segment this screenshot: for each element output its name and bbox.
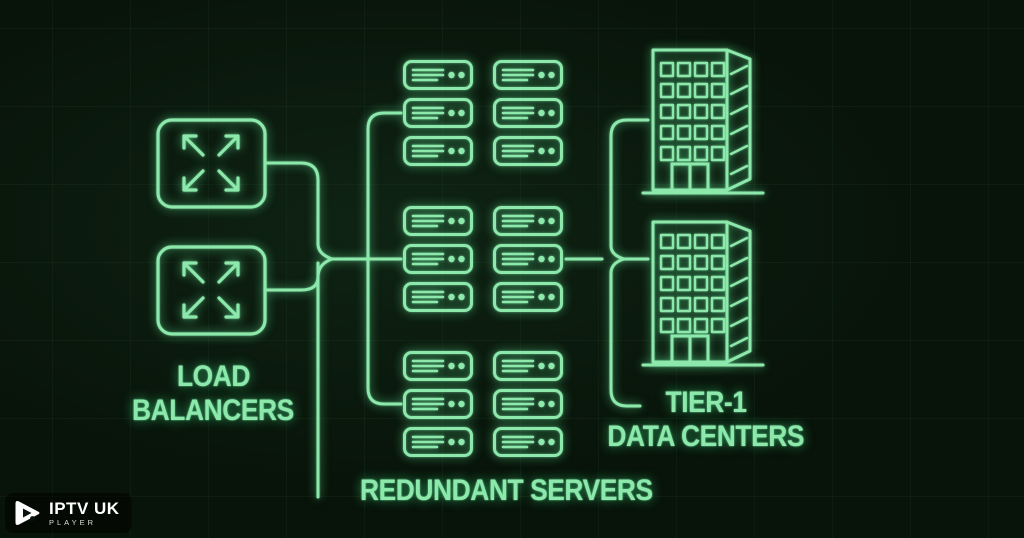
server-rack-icon	[493, 244, 563, 274]
server-rack-icon	[403, 98, 473, 128]
load-balancer-icon	[156, 118, 267, 209]
server-rack-icon	[493, 282, 563, 312]
load-balancers-label-line1: LOAD	[176, 360, 250, 393]
server-rack-icon	[493, 136, 563, 166]
data-centers-label: TIER-1 DATA CENTERS	[556, 386, 856, 454]
lb2-to-merge-line	[263, 257, 334, 292]
play-icon	[15, 501, 40, 525]
server-rack-icon	[493, 206, 563, 236]
redundant-servers-label: REDUNDANT SERVERS	[340, 474, 660, 508]
brand-name: IPTV UK	[49, 498, 120, 518]
server-groups	[403, 60, 563, 457]
server-rack-icon	[403, 244, 473, 274]
lb1-to-merge-line	[263, 161, 334, 261]
expand-arrows-icon	[182, 134, 240, 192]
server-rack-icon	[403, 136, 473, 166]
brand-logo-text: IPTV UK PLAYER	[49, 500, 120, 527]
server-rack-icon	[403, 427, 473, 457]
load-balancers-label-line2: BALANCERS	[132, 394, 294, 427]
server-rack-icon	[403, 206, 473, 236]
building-icon	[641, 48, 765, 195]
redundant-servers-label-text: REDUNDANT SERVERS	[359, 474, 653, 507]
building-icon	[641, 220, 765, 367]
brand-logo: IPTV UK PLAYER	[5, 493, 132, 533]
server-rack-icon	[493, 389, 563, 419]
load-balancers-label: LOAD BALANCERS	[63, 360, 363, 428]
server-rack-icon	[493, 351, 563, 381]
server-rack-icon	[493, 98, 563, 128]
servers-bus-line	[366, 111, 403, 406]
server-rack-icon	[493, 60, 563, 90]
load-balancer-icon	[156, 245, 267, 336]
server-rack-icon	[403, 282, 473, 312]
server-rack-icon	[403, 351, 473, 381]
server-rack-icon	[403, 60, 473, 90]
data-centers-label-line1: TIER-1	[665, 386, 747, 419]
server-rack-icon	[403, 389, 473, 419]
brand-subtitle: PLAYER	[49, 517, 97, 527]
server-rack-icon	[493, 427, 563, 457]
dc-bus-line	[609, 118, 650, 408]
data-centers-label-line2: DATA CENTERS	[607, 420, 805, 453]
expand-arrows-icon	[182, 261, 240, 319]
connector-lines	[263, 111, 650, 499]
